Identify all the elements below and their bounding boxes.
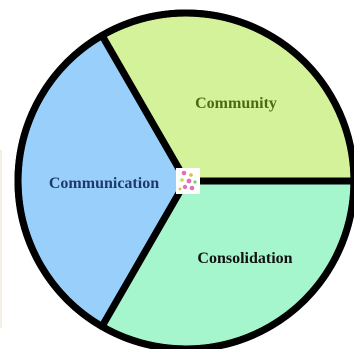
outer-ring bbox=[14, 9, 354, 349]
label-consolidation: Consolidation bbox=[197, 250, 292, 267]
label-community: Community bbox=[195, 95, 277, 112]
label-communication: Communication bbox=[49, 175, 159, 192]
left-edge-rule bbox=[0, 150, 2, 328]
sparkle-cluster-icon bbox=[176, 168, 200, 194]
